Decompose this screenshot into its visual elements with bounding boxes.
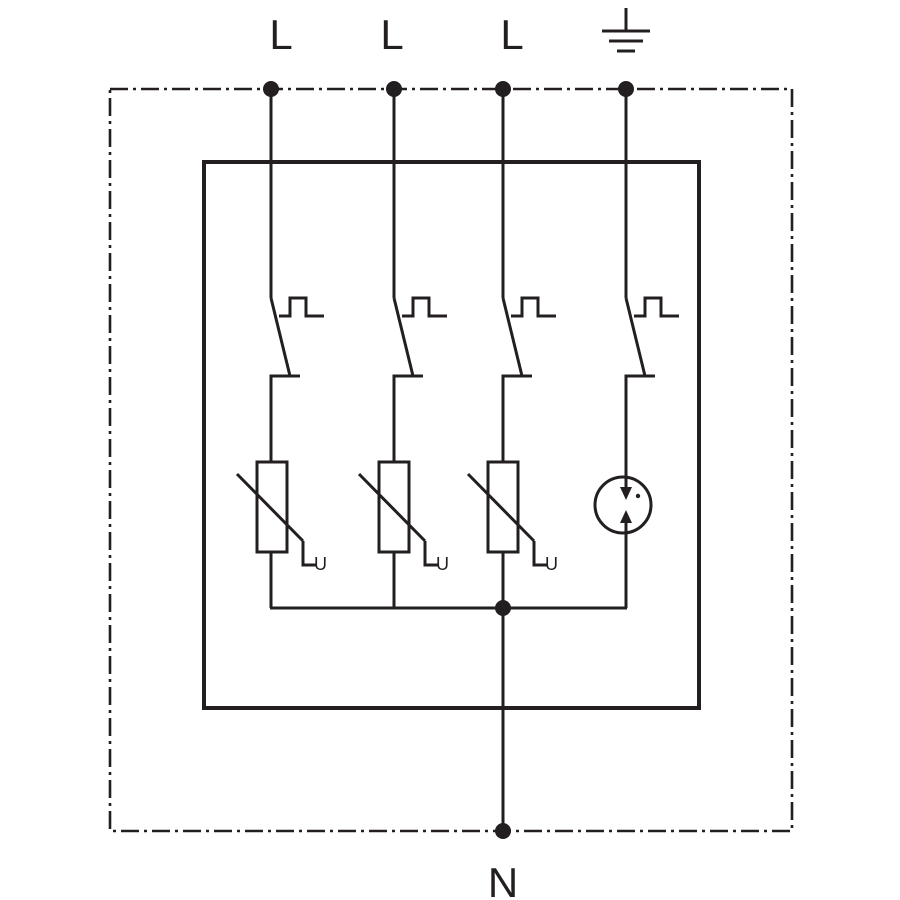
thermal-disconnector-icon xyxy=(624,296,679,398)
branch-earth xyxy=(593,89,679,608)
branch-l2: U xyxy=(357,89,449,608)
thermal-disconnector-icon xyxy=(501,296,556,398)
thermal-disconnector-icon xyxy=(269,296,324,398)
varistor-icon xyxy=(466,460,547,567)
branch-l1: U xyxy=(235,89,327,608)
varistor-icon xyxy=(235,460,316,567)
varistor-icon xyxy=(357,460,438,567)
branch-l3: U xyxy=(466,89,558,831)
terminal-label-l3: L xyxy=(500,11,523,58)
varistor-label-u: U xyxy=(545,554,558,574)
junction-dot xyxy=(495,600,511,616)
thermal-disconnector-icon xyxy=(392,296,447,398)
earth-ground-icon xyxy=(602,8,650,53)
varistor-label-u: U xyxy=(436,554,449,574)
varistor-label-u: U xyxy=(314,554,327,574)
device-box xyxy=(202,160,701,710)
terminal-label-n: N xyxy=(488,859,518,900)
terminal-label-l2: L xyxy=(380,11,403,58)
spark-gap-icon xyxy=(593,475,653,535)
terminal-label-l1: L xyxy=(269,11,292,58)
enclosure-dashed-border xyxy=(108,87,794,833)
